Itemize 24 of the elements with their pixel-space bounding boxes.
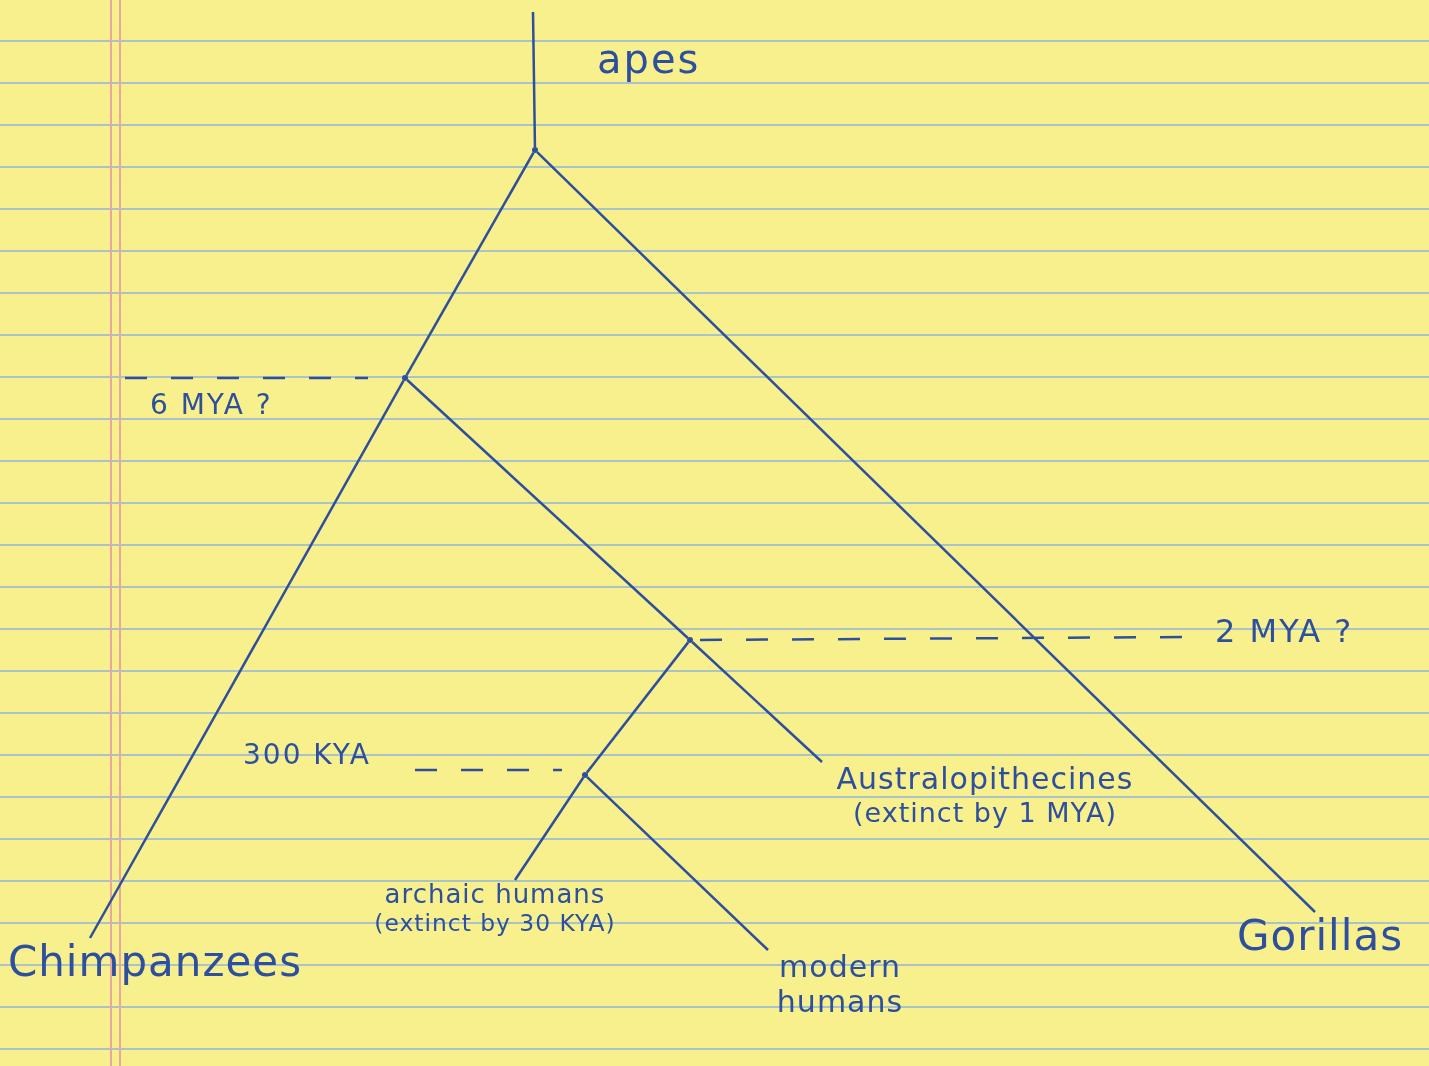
taxon-label: (extinct by 30 KYA) <box>374 909 616 937</box>
taxon-label: archaic humans <box>384 880 606 910</box>
branch-point <box>532 147 538 153</box>
clade-label: apes <box>597 36 701 82</box>
tree-branch <box>531 12 537 148</box>
taxon-label: (extinct by 1 MYA) <box>853 796 1117 828</box>
tree-branch <box>405 152 535 376</box>
taxon-label: Australopithecines <box>836 762 1134 797</box>
tree-branch <box>691 641 823 763</box>
branch-point <box>582 772 588 778</box>
tree-branch <box>513 776 585 881</box>
time-label: 300 KYA <box>243 738 371 771</box>
time-label: 6 MYA ? <box>150 388 273 421</box>
taxon-label: Chimpanzees <box>7 938 303 987</box>
taxon-label: Gorillas <box>1236 912 1404 961</box>
taxon-label: modern humans <box>775 950 905 1019</box>
tree-branch <box>585 641 690 774</box>
branch-point <box>687 637 693 643</box>
tree-branch <box>586 776 769 951</box>
tree-branch <box>88 380 405 939</box>
tree-branch <box>536 151 1316 913</box>
time-label: 2 MYA ? <box>1215 612 1354 650</box>
branch-point <box>402 375 408 381</box>
tree-branch <box>406 379 689 639</box>
